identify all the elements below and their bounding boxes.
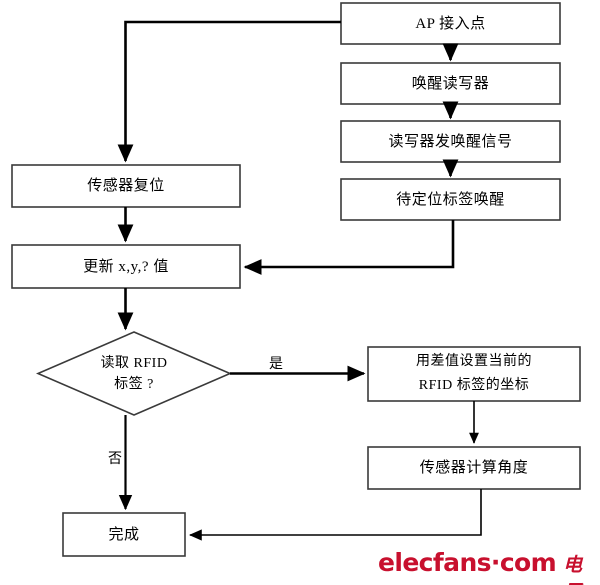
node-tagwake-shape	[340, 178, 561, 221]
node-wake-shape	[340, 62, 561, 105]
edge-ap-to-reset	[117, 20, 341, 163]
node-decision-shape	[35, 331, 233, 416]
node-shapes	[11, 2, 581, 557]
edge-label-yes: 是	[269, 357, 283, 372]
edge-tagwake-to-update	[243, 220, 455, 276]
node-angle-shape	[367, 446, 581, 490]
connectors	[117, 20, 482, 541]
node-signal-shape	[340, 120, 561, 163]
watermark-brand: elecfans·com	[378, 548, 557, 577]
watermark-chinese: 电子发烧友	[563, 555, 584, 585]
site-watermark: elecfans·com 电子发烧友	[378, 548, 600, 585]
edge-angle-to-done	[188, 489, 482, 541]
node-reset-shape	[11, 164, 241, 208]
node-setcoord-shape	[367, 346, 581, 402]
node-done-shape	[62, 512, 186, 557]
edge-label-no: 否	[108, 452, 122, 467]
node-ap-shape	[340, 2, 561, 45]
node-update-shape	[11, 244, 241, 289]
